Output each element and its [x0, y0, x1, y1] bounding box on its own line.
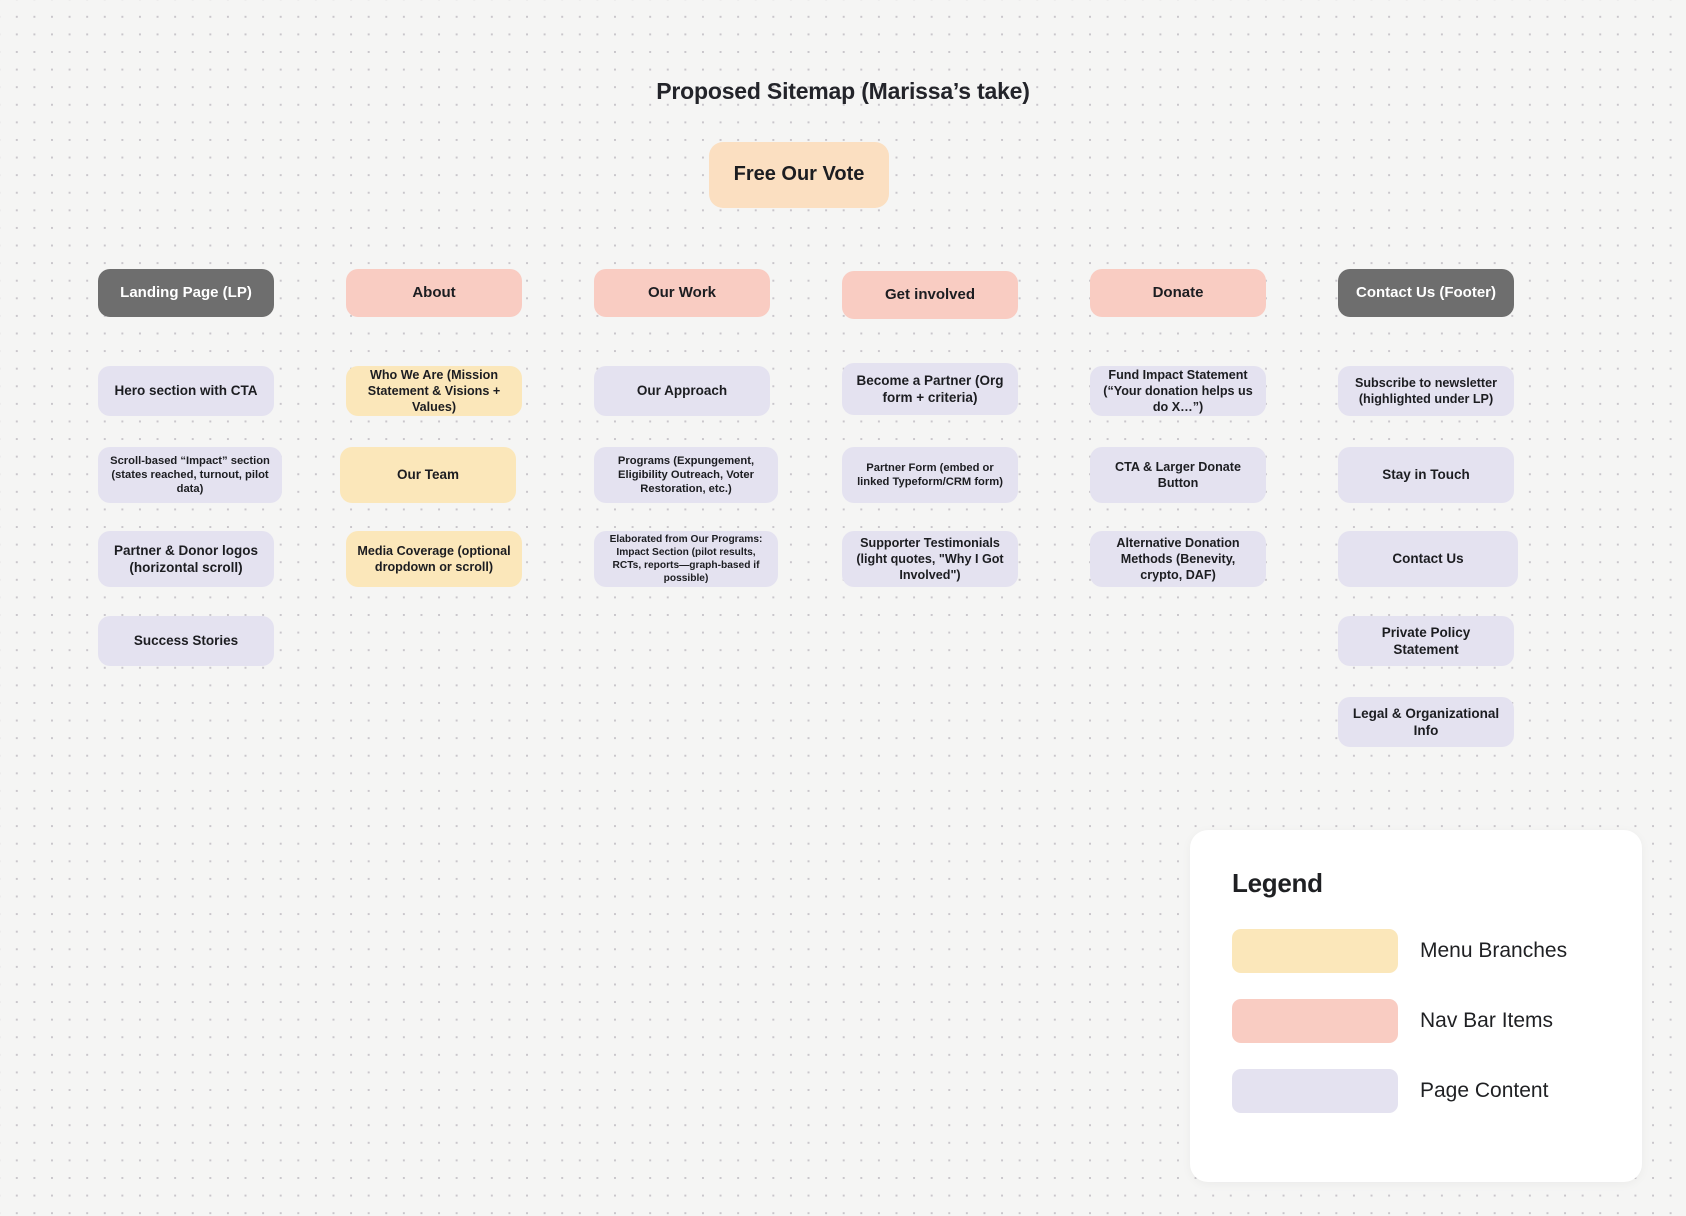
node-fund-impact-statement[interactable]: Fund Impact Statement (“Your donation he…	[1090, 366, 1266, 416]
column-header-contact-us-footer[interactable]: Contact Us (Footer)	[1338, 269, 1514, 317]
legend-row-nav-bar-items: Nav Bar Items	[1232, 999, 1600, 1043]
root-node-free-our-vote[interactable]: Free Our Vote	[709, 142, 889, 208]
page-title: Proposed Sitemap (Marissa’s take)	[656, 78, 1030, 104]
node-programs[interactable]: Programs (Expungement, Eligibility Outre…	[594, 447, 778, 503]
column-header-landing-page[interactable]: Landing Page (LP)	[98, 269, 274, 317]
column-header-our-work[interactable]: Our Work	[594, 269, 770, 317]
legend-row-page-content: Page Content	[1232, 1069, 1600, 1113]
column-header-get-involved[interactable]: Get involved	[842, 271, 1018, 319]
node-scroll-based-impact-section[interactable]: Scroll-based “Impact” section (states re…	[98, 447, 282, 503]
node-who-we-are[interactable]: Who We Are (Mission Statement & Visions …	[346, 366, 522, 416]
node-stay-in-touch[interactable]: Stay in Touch	[1338, 447, 1514, 503]
node-hero-section-with-cta[interactable]: Hero section with CTA	[98, 366, 274, 416]
column-header-about[interactable]: About	[346, 269, 522, 317]
legend-swatch-menu-branches	[1232, 929, 1398, 973]
legend-title: Legend	[1232, 868, 1323, 898]
node-our-team[interactable]: Our Team	[340, 447, 516, 503]
node-legal-organizational-info[interactable]: Legal & Organizational Info	[1338, 697, 1514, 747]
legend-label-menu-branches: Menu Branches	[1420, 939, 1568, 962]
node-cta-larger-donate-button[interactable]: CTA & Larger Donate Button	[1090, 447, 1266, 503]
column-header-donate[interactable]: Donate	[1090, 269, 1266, 317]
legend-row-menu-branches: Menu Branches	[1232, 929, 1600, 973]
node-become-a-partner[interactable]: Become a Partner (Org form + criteria)	[842, 363, 1018, 415]
legend-panel: Legend Menu Branches Nav Bar Items Page …	[1190, 830, 1642, 1182]
node-supporter-testimonials[interactable]: Supporter Testimonials (light quotes, "W…	[842, 531, 1018, 587]
node-alternative-donation-methods[interactable]: Alternative Donation Methods (Benevity, …	[1090, 531, 1266, 587]
node-elaborated-impact-section[interactable]: Elaborated from Our Programs: Impact Sec…	[594, 531, 778, 587]
node-subscribe-to-newsletter[interactable]: Subscribe to newsletter (highlighted und…	[1338, 366, 1514, 416]
node-partner-donor-logos[interactable]: Partner & Donor logos (horizontal scroll…	[98, 531, 274, 587]
node-our-approach[interactable]: Our Approach	[594, 366, 770, 416]
legend-swatch-nav-bar-items	[1232, 999, 1398, 1043]
node-contact-us[interactable]: Contact Us	[1338, 531, 1518, 587]
node-partner-form[interactable]: Partner Form (embed or linked Typeform/C…	[842, 447, 1018, 503]
node-private-policy-statement[interactable]: Private Policy Statement	[1338, 616, 1514, 666]
legend-label-nav-bar-items: Nav Bar Items	[1420, 1009, 1554, 1032]
legend-label-page-content: Page Content	[1420, 1079, 1549, 1102]
node-media-coverage[interactable]: Media Coverage (optional dropdown or scr…	[346, 531, 522, 587]
legend-swatch-page-content	[1232, 1069, 1398, 1113]
node-success-stories[interactable]: Success Stories	[98, 616, 274, 666]
